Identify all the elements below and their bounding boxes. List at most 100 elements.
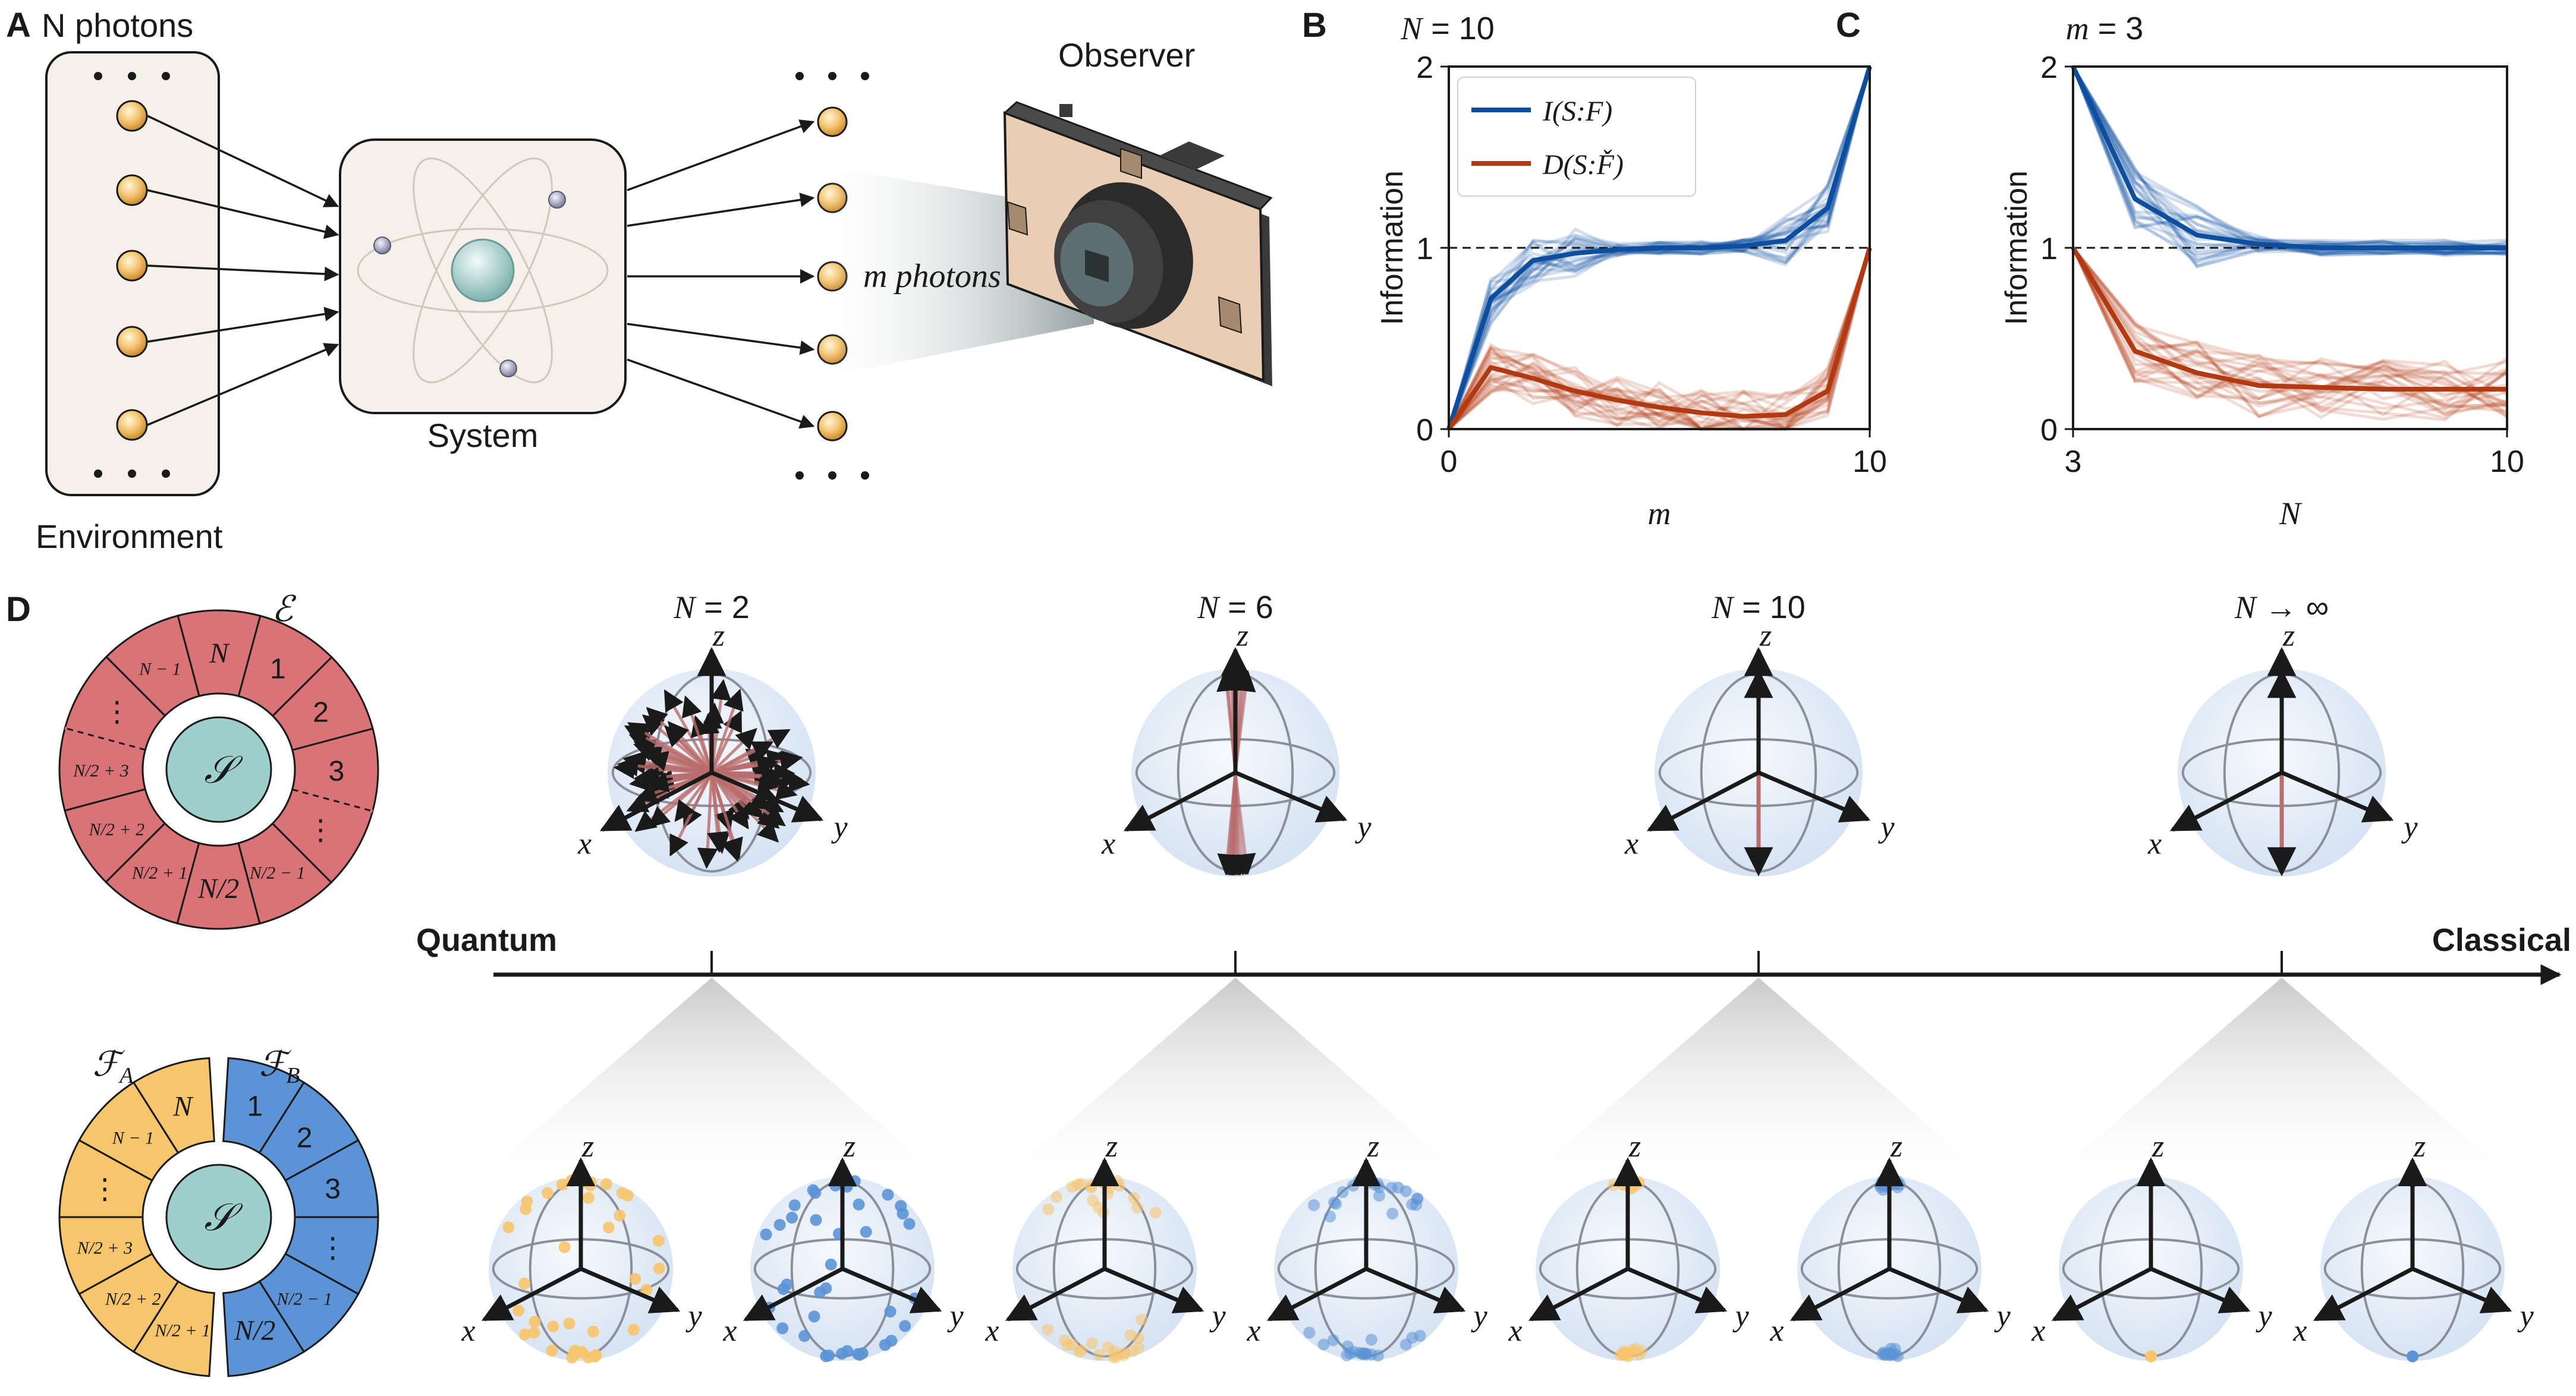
point — [2145, 1350, 2157, 1363]
chart-legend: I(S:F)D(S:F̌) — [1457, 77, 1696, 197]
point — [521, 1195, 533, 1208]
ensemble-line — [2071, 65, 2508, 255]
state-arrow — [710, 688, 744, 773]
ensemble-line — [2071, 247, 2508, 418]
point — [1353, 1174, 1366, 1187]
y-axis — [841, 1266, 942, 1313]
ellipsis-dot — [861, 471, 869, 480]
x-label: x — [2031, 1314, 2045, 1348]
x-axis — [2169, 770, 2283, 832]
y-axis — [1103, 1266, 1204, 1313]
point — [652, 1234, 665, 1247]
ensemble-line — [1447, 66, 1872, 430]
system-circle — [165, 1164, 272, 1271]
point — [512, 1304, 525, 1317]
point — [836, 1347, 848, 1360]
point — [600, 1178, 612, 1190]
x-label: x — [461, 1314, 475, 1348]
outgoing-arrow — [627, 358, 815, 429]
projection-cone — [462, 978, 961, 1195]
point — [853, 1348, 866, 1361]
y-axis — [2411, 1266, 2512, 1313]
ensemble-line — [1447, 66, 1872, 430]
outgoing-arrow — [627, 193, 815, 227]
ensemble-line — [2071, 247, 2508, 417]
state-arrow — [1220, 772, 1241, 875]
point — [1327, 1334, 1339, 1347]
ensemble-line — [1447, 247, 1872, 431]
ring-segment-label: N/2 − 1 — [249, 864, 306, 883]
point — [884, 1305, 897, 1318]
fragment-b-segment — [222, 1280, 306, 1378]
ensemble-line — [2071, 247, 2508, 408]
ensemble-line — [2071, 65, 2508, 269]
ellipsis-dot — [828, 471, 836, 480]
incoming-arrow — [147, 307, 339, 343]
point — [1131, 1201, 1144, 1214]
z-label: z — [712, 619, 725, 653]
point — [1317, 1338, 1330, 1351]
point — [518, 1277, 531, 1290]
point — [1386, 1208, 1398, 1220]
fragment-b-label: 2 — [297, 1122, 313, 1154]
y-axis — [1888, 1266, 1989, 1313]
state-arrow — [710, 727, 757, 774]
y-label: y — [685, 1299, 703, 1333]
state-arrow — [682, 695, 713, 773]
y-axis — [2281, 770, 2394, 823]
ring-segment-label: 3 — [329, 755, 345, 787]
ellipsis-dot — [94, 469, 102, 478]
ensemble-line — [2071, 247, 2508, 410]
point — [860, 1225, 872, 1238]
ensemble-line — [2071, 247, 2508, 417]
ensemble-line — [1447, 66, 1872, 430]
point — [1086, 1337, 1099, 1350]
point — [582, 1351, 595, 1364]
point — [518, 1328, 531, 1341]
ensemble-line — [2071, 247, 2508, 399]
x-axis — [1528, 1266, 1629, 1322]
x-axis — [1005, 1266, 1106, 1322]
x-label: x — [1246, 1314, 1260, 1348]
point — [1136, 1313, 1148, 1326]
dashed-divider — [292, 788, 373, 812]
legend-label: D(S:F̌) — [1542, 149, 1624, 181]
photon-icon — [817, 106, 848, 137]
system-label: System — [427, 417, 539, 454]
y-tick-label: 0 — [2040, 413, 2058, 448]
point — [885, 1335, 898, 1347]
observer-label: Observer — [1058, 36, 1195, 74]
ensemble-line — [2072, 247, 2508, 408]
point — [808, 1310, 820, 1323]
ensemble-line — [2071, 65, 2508, 260]
column-title: N = 2 — [673, 590, 750, 625]
environment-ellipsis — [94, 72, 170, 478]
ensemble-line — [2071, 65, 2508, 264]
z-label: z — [1890, 1130, 1902, 1164]
y-axis-label: Information — [1375, 171, 1410, 325]
ensemble-line — [2071, 247, 2508, 414]
photon-icon — [116, 250, 148, 282]
state-arrow — [646, 751, 712, 774]
point — [629, 1272, 641, 1285]
ring-segment-label: ⋮ — [306, 814, 335, 846]
x-axis — [481, 1266, 582, 1322]
fragment-a-symbol: ℱA — [93, 1045, 134, 1088]
ring-segment-label: 1 — [270, 654, 286, 685]
fragment-b-label: 3 — [325, 1174, 341, 1205]
series-line-0 — [1446, 65, 1872, 430]
point — [829, 1179, 842, 1192]
ensemble-line — [1447, 66, 1872, 430]
ensemble-line — [1448, 247, 1872, 430]
ensemble-line — [1447, 247, 1872, 431]
ring-segment-label: N − 1 — [139, 659, 181, 679]
point — [1042, 1203, 1055, 1215]
camera-icon — [1003, 101, 1273, 386]
